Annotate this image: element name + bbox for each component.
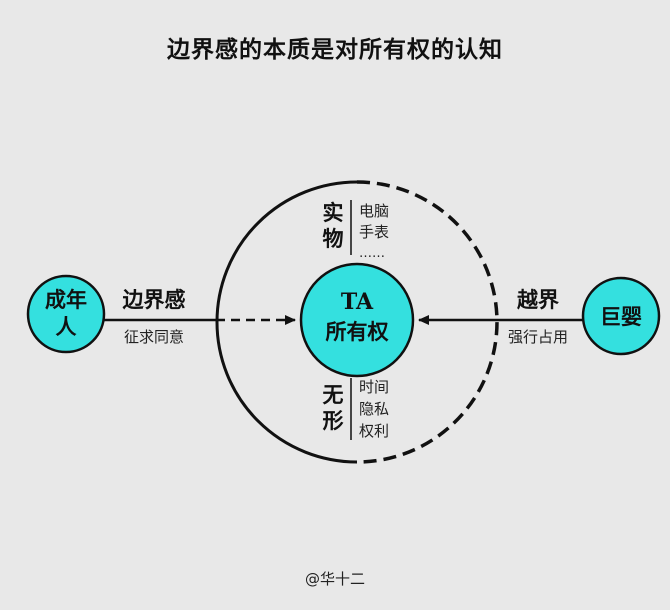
intangible-item: 隐私 [359,400,389,418]
adult-label-line1: 成年 [45,287,87,312]
center-label-ownership: 所有权 [326,319,389,344]
diagram-title: 边界感的本质是对所有权的认知 [167,36,503,63]
boundary-sense-label: 边界感 [123,287,186,312]
intangible-label-char2: 形 [323,408,344,433]
intangible-label-char1: 无 [323,382,344,407]
tangible-label-char1: 实 [323,200,344,225]
giant-baby-node [581,276,661,356]
intangible-item: 时间 [359,378,389,396]
ask-consent-label: 征求同意 [124,328,184,346]
adult-node [26,274,106,354]
author-watermark: @华十二 [304,570,365,588]
intangible-item: 权利 [359,422,389,440]
boundary-circle-solid [215,180,358,464]
tangible-item: 手表 [359,223,389,241]
tangible-label-char2: 物 [323,226,344,251]
tangible-item: …… [359,246,385,261]
adult-label-line2: 人 [56,314,77,339]
center-label-ta: TA [341,289,374,315]
boundary-circle-dashed [356,180,499,464]
tangible-item: 电脑 [359,202,389,220]
overstep-label: 越界 [516,287,559,312]
center-ownership-circle [299,262,415,378]
forcible-use-label: 强行占用 [508,328,568,346]
giant-baby-label: 巨婴 [600,304,642,329]
